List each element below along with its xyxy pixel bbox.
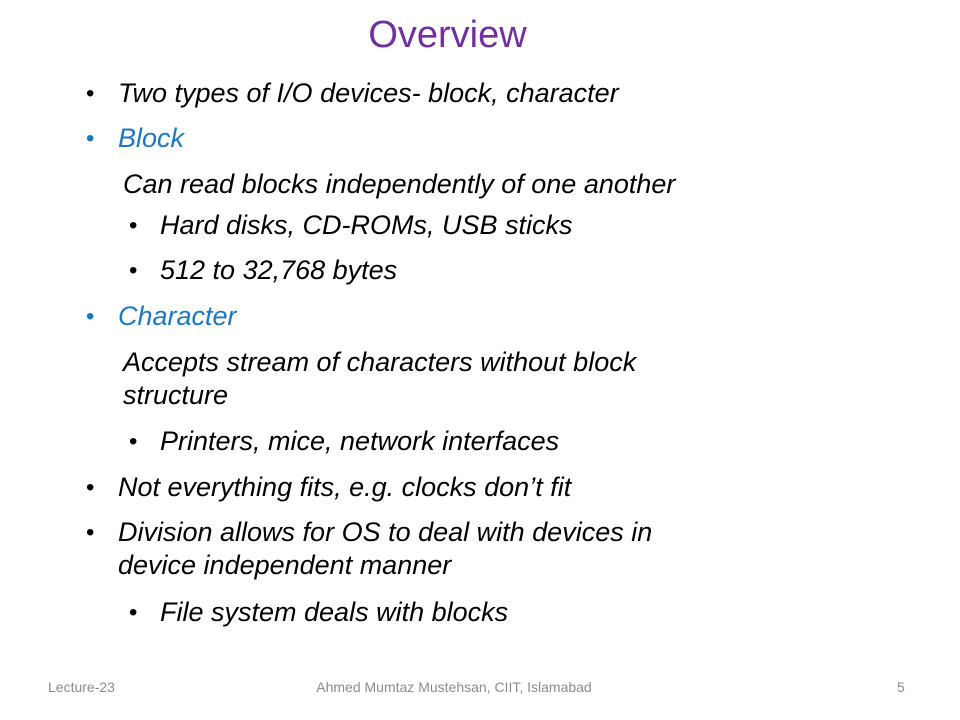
bullet-marker: • — [86, 519, 95, 546]
sub-bullet-block-examples: Hard disks, CD-ROMs, USB sticks — [160, 210, 573, 240]
bullet-item-character: Character — [118, 301, 237, 331]
sub-bullet-block-sizes: 512 to 32,768 bytes — [160, 255, 398, 285]
bullet-item-block: Block — [118, 123, 185, 153]
bullet-marker: • — [86, 474, 95, 501]
block-description: Can read blocks independently of one ano… — [123, 169, 676, 199]
bullet-marker: • — [129, 257, 138, 284]
character-description-continued: structure — [123, 380, 229, 410]
character-description: Accepts stream of characters without blo… — [123, 347, 637, 377]
bullet-marker: • — [129, 212, 138, 239]
bullet-marker: • — [86, 125, 95, 152]
footer-page-number: 5 — [897, 679, 905, 695]
slide-title: Overview — [368, 14, 527, 56]
sub-bullet-file-system: File system deals with blocks — [160, 597, 509, 627]
bullet-marker: • — [86, 303, 95, 330]
bullet-marker: • — [86, 80, 95, 107]
bullet-marker: • — [129, 428, 138, 455]
bullet-item-not-everything-fits: Not everything fits, e.g. clocks don’t f… — [118, 472, 572, 502]
bullet-item-division-continued: device independent manner — [118, 550, 452, 580]
bullet-marker: • — [129, 599, 138, 626]
sub-bullet-character-examples: Printers, mice, network interfaces — [160, 426, 560, 456]
bullet-item-division: Division allows for OS to deal with devi… — [118, 517, 653, 547]
footer-author: Ahmed Mumtaz Mustehsan, CIIT, Islamabad — [316, 679, 592, 695]
bullet-item-two-types: Two types of I/O devices- block, charact… — [118, 78, 619, 108]
footer-lecture-label: Lecture-23 — [48, 679, 115, 695]
